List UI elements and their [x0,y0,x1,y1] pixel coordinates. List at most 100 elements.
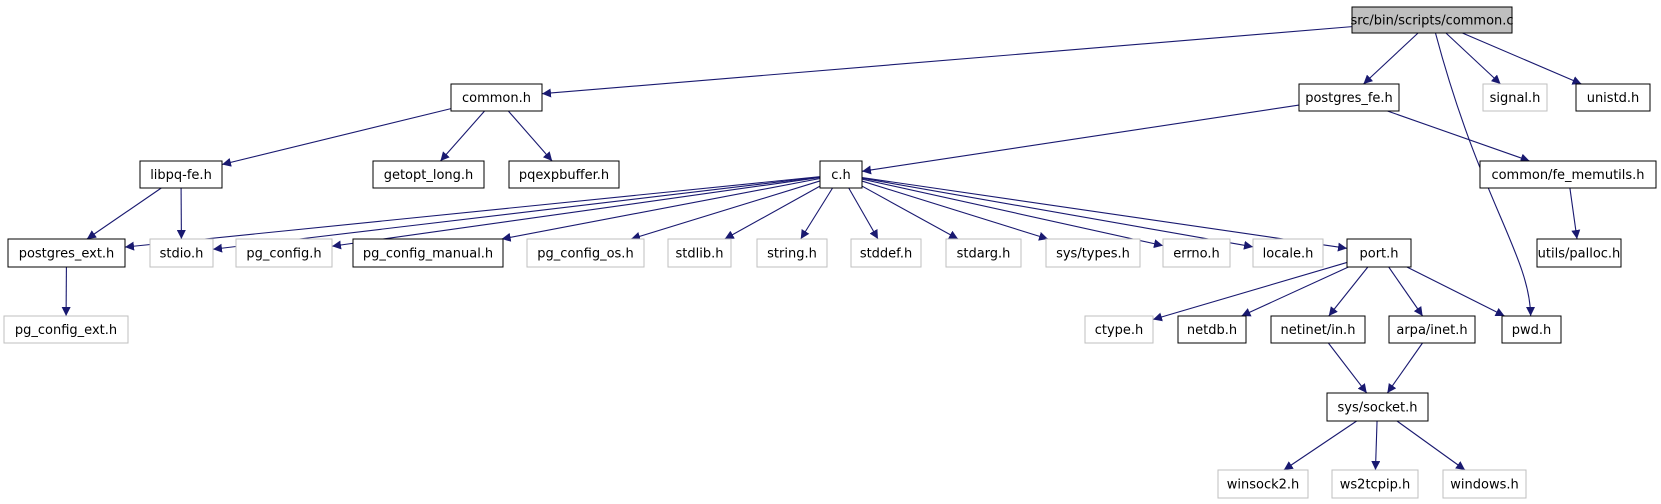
edge-root-to-unistd [1462,32,1582,85]
edge-c_h-to-pg_config_os [630,180,821,241]
node-signal: signal.h [1482,83,1548,112]
node-box [1084,315,1154,344]
node-label: pg_config_manual.h [363,247,493,262]
edge-postgres_fe-to-fe_memutils [1387,110,1530,163]
node-syssocket[interactable]: sys/socket.h [1326,392,1429,422]
node-box [508,160,620,189]
node-pg-config-os: pg_config_os.h [526,238,645,268]
edge-common_h-to-pqexp [507,110,553,162]
node-label: arpa/inet.h [1396,323,1467,338]
node-pwd[interactable]: pwd.h [1501,315,1562,344]
node-pg-config: pg_config.h [235,238,333,268]
edge-c_h-to-stdlib [724,185,821,240]
node-systypes: sys/types.h [1045,238,1141,268]
node-pqexp[interactable]: pqexpbuffer.h [508,160,620,189]
node-box [1326,392,1429,422]
node-box [667,238,732,268]
node-libpq[interactable]: libpq-fe.h [139,160,223,189]
edge-port-to-ctype [1152,261,1348,322]
edge-libpq-to-postgres_ext [86,187,162,240]
node-label: errno.h [1173,247,1220,262]
edge-layer [61,26,1582,471]
node-postgres-ext[interactable]: postgres_ext.h [7,238,126,268]
node-label: port.h [1359,247,1398,262]
node-label: netinet/in.h [1281,323,1356,338]
edge-c_h-to-locale [861,177,1254,250]
node-label: ctype.h [1095,323,1144,338]
edge-c_h-to-pg_config [331,176,821,250]
edge-c_h-to-stddef [848,187,879,240]
edge-root-to-postgres_fe [1363,32,1419,85]
edge-port-to-arpa [1388,266,1424,317]
edge-c_h-to-string [800,187,834,240]
node-label: libpq-fe.h [150,168,212,183]
node-box [1045,238,1141,268]
node-label: utils/palloc.h [1538,247,1621,262]
node-box [526,238,645,268]
node-label: ws2tcpip.h [1340,478,1410,493]
node-netdb[interactable]: netdb.h [1177,315,1247,344]
node-box [450,83,543,112]
node-label: sys/socket.h [1337,401,1417,416]
edge-syssocket-to-ws2tcpip [1371,420,1381,471]
node-stdarg: stdarg.h [945,238,1022,268]
node-root[interactable]: src/bin/scripts/common.c [1350,6,1514,34]
node-box [1252,238,1324,268]
node-box [1298,83,1400,112]
node-label: stdarg.h [957,247,1011,262]
node-common-h[interactable]: common.h [450,83,543,112]
node-box [1177,315,1247,344]
edge-postgres_fe-to-c_h [861,104,1300,175]
node-box [1217,469,1309,499]
node-port[interactable]: port.h [1346,238,1412,268]
node-label: common.h [462,91,531,106]
node-box [756,238,828,268]
node-string: string.h [756,238,828,268]
node-label: postgres_ext.h [19,247,115,262]
node-box [235,238,333,268]
node-fe-memutils[interactable]: common/fe_memutils.h [1479,160,1657,189]
node-label: getopt_long.h [384,168,474,183]
edge-c_h-to-errno [861,178,1164,249]
edge-c_h-to-pg_config_manual [501,177,821,242]
node-pg-config-ext: pg_config_ext.h [3,315,129,344]
edge-syssocket-to-winsock2 [1283,420,1357,471]
node-utils-palloc[interactable]: utils/palloc.h [1536,238,1622,268]
node-locale: locale.h [1252,238,1324,268]
node-box [1346,238,1412,268]
edge-port-to-netinet [1328,266,1369,317]
edge-netinet-to-syssocket [1327,342,1368,394]
node-label: pg_config_ext.h [15,323,117,338]
edge-syssocket-to-windows [1396,420,1466,471]
node-c-h[interactable]: c.h [819,160,863,189]
node-box [850,238,922,268]
node-label: postgres_fe.h [1305,91,1393,106]
node-arpa[interactable]: arpa/inet.h [1388,315,1476,344]
node-box [1388,315,1476,344]
node-box [1270,315,1366,344]
node-unistd[interactable]: unistd.h [1575,83,1651,112]
node-label: pqexpbuffer.h [519,168,609,183]
node-box [819,160,863,189]
edge-root-to-common_h [541,26,1353,98]
edge-c_h-to-systypes [861,180,1049,241]
node-box [149,238,214,268]
node-box [1351,6,1513,34]
node-label: locale.h [1263,247,1314,262]
node-stdio: stdio.h [149,238,214,268]
edge-fe_memutils-to-utils_palloc [1569,187,1581,240]
node-box [1501,315,1562,344]
node-box [1575,83,1651,112]
edge-c_h-to-stdio [212,176,821,253]
node-postgres-fe[interactable]: postgres_fe.h [1298,83,1400,112]
node-box [1479,160,1657,189]
node-errno: errno.h [1162,238,1231,268]
node-box [139,160,223,189]
node-pg-config-manual[interactable]: pg_config_manual.h [352,238,504,268]
node-getopt[interactable]: getopt_long.h [372,160,485,189]
node-netinet[interactable]: netinet/in.h [1270,315,1366,344]
node-label: c.h [831,168,851,183]
edge-root-to-pwd [1434,32,1536,317]
node-label: stdlib.h [676,247,724,262]
edge-arpa-to-syssocket [1386,342,1423,394]
